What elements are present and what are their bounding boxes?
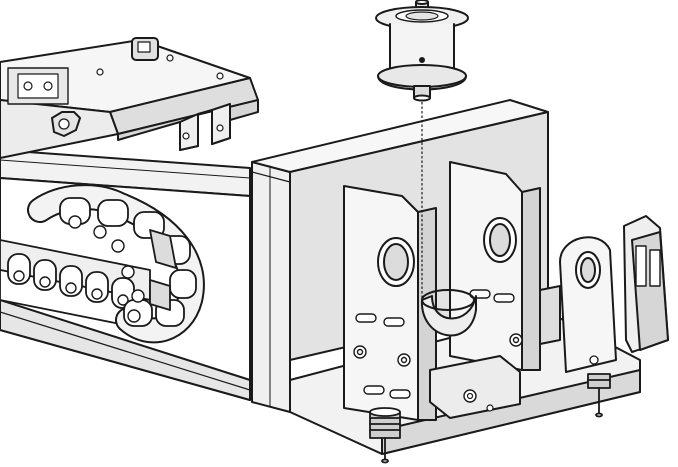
rod-clamp [420,285,561,345]
leveling-feet [369,373,611,464]
leveling-foot-right [587,373,611,418]
pulley-center-marker [419,57,425,63]
limit-switch-bracket [559,215,669,373]
carriage-plate [0,37,259,159]
motor-mount-plates [343,161,541,421]
leveling-foot-center [369,407,401,464]
cable-drag-chain [0,184,205,344]
idler-pulley [375,0,469,102]
